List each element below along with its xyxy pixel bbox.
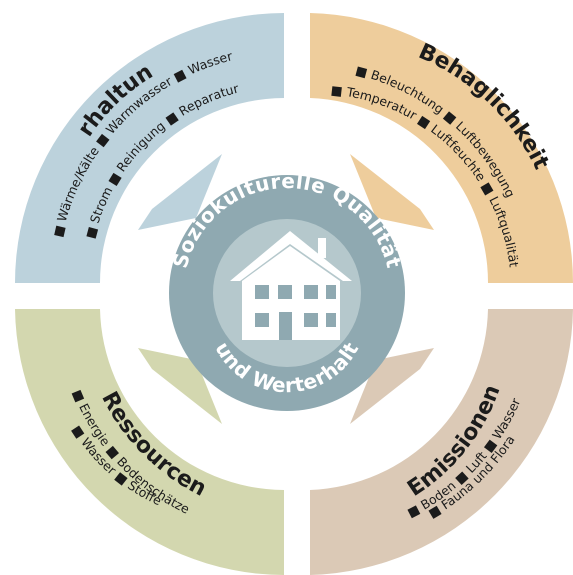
arrow-diamond-bottom-left bbox=[138, 348, 222, 424]
house-icon bbox=[230, 231, 352, 340]
arrow-diamond-top-right bbox=[350, 154, 434, 230]
arrow-diamond-bottom-right bbox=[350, 348, 434, 424]
quadrant-erhaltung bbox=[15, 13, 284, 283]
quadrant-behaglichkeit bbox=[310, 13, 573, 283]
quadrant-emissionen bbox=[310, 309, 573, 575]
quadrant-ressourcen bbox=[15, 309, 284, 575]
arrow-diamond-top-left bbox=[138, 154, 222, 230]
